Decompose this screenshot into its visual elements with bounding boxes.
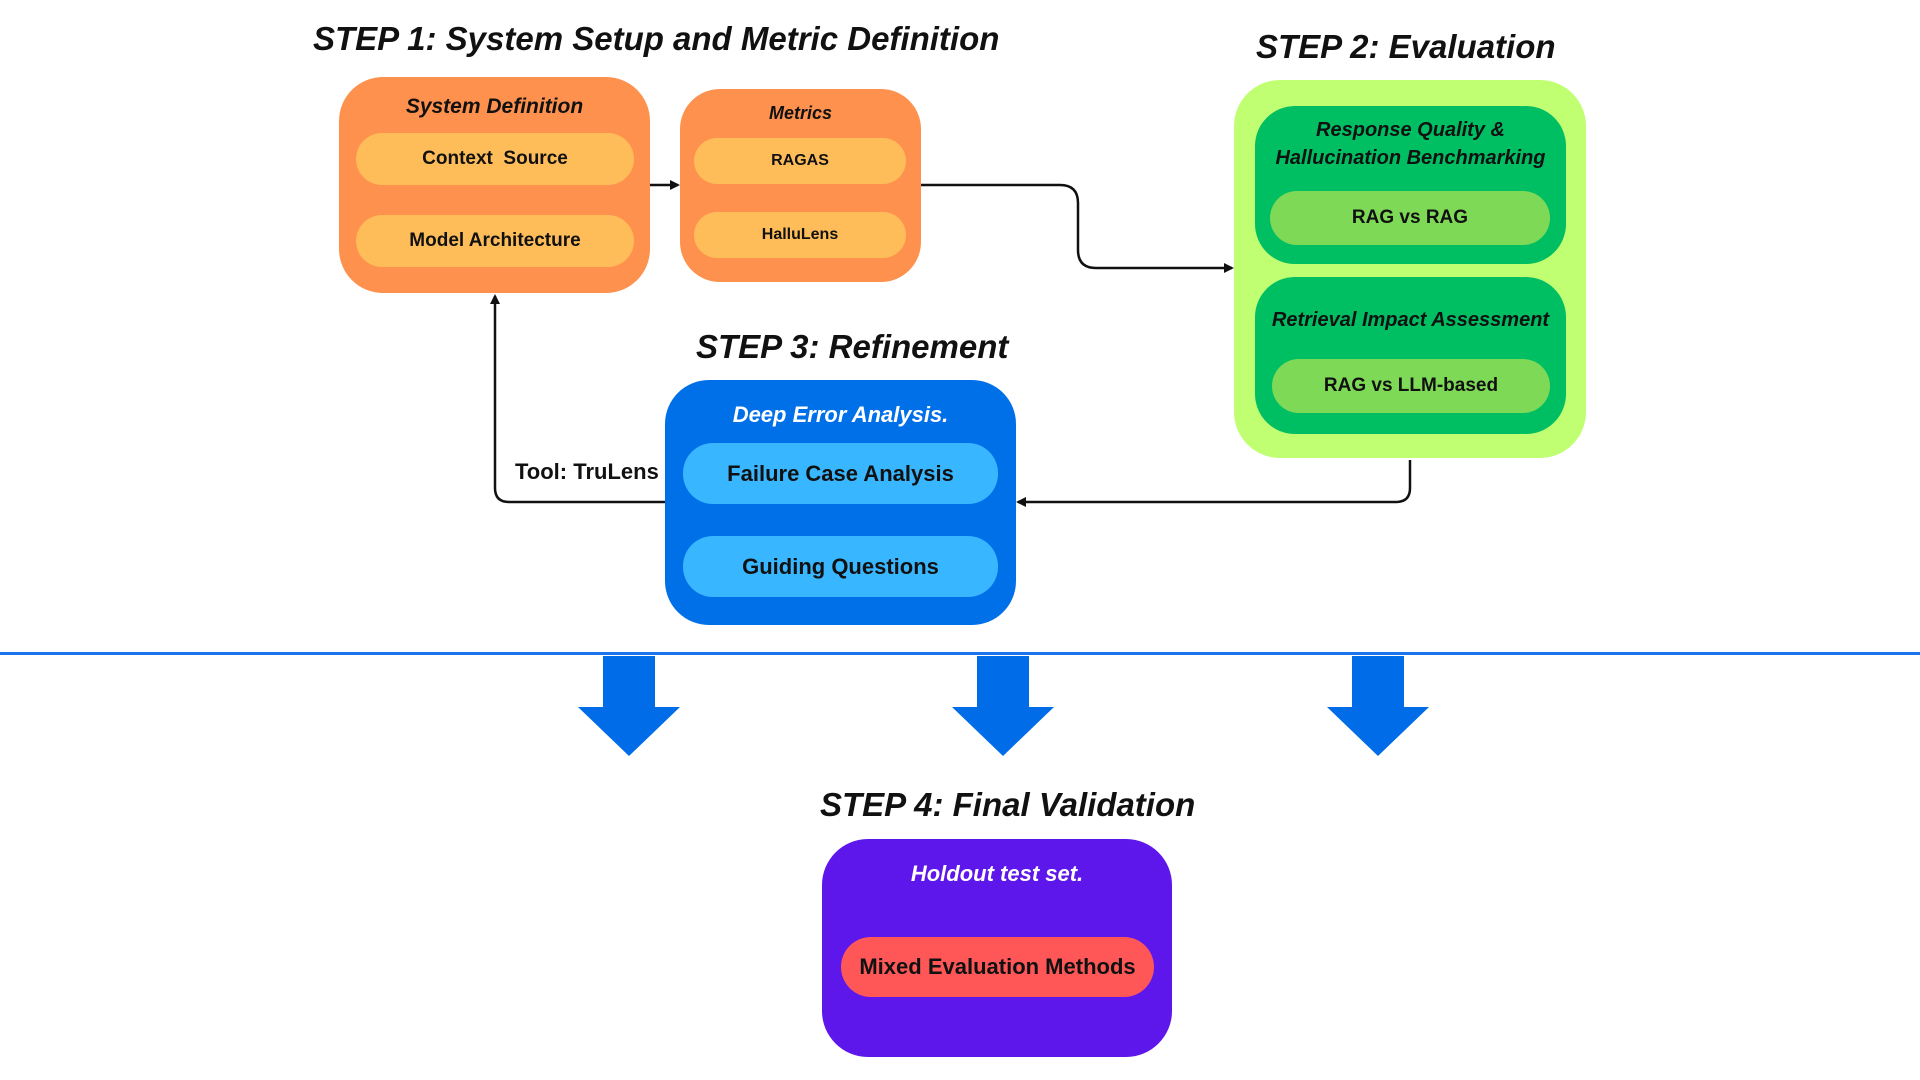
model-architecture-pill: Model Architecture bbox=[356, 215, 634, 267]
rag-vs-rag-pill: RAG vs RAG bbox=[1270, 191, 1550, 245]
final-validation-panel: Holdout test set. Mixed Evaluation Metho… bbox=[822, 839, 1172, 1057]
response-quality-title-line2: Hallucination Benchmarking bbox=[1275, 147, 1546, 169]
step3-title: STEP 3: Refinement bbox=[696, 328, 1009, 365]
holdout-test-set-title: Holdout test set. bbox=[910, 861, 1084, 886]
hallulens-pill: HalluLens bbox=[694, 212, 906, 258]
system-definition-panel: System Definition Context Source Model A… bbox=[339, 77, 650, 293]
system-definition-title: System Definition bbox=[405, 95, 584, 118]
metrics-panel: Metrics RAGAS HalluLens bbox=[680, 89, 921, 282]
section-divider bbox=[0, 652, 1920, 655]
step1-title: STEP 1: System Setup and Metric Definiti… bbox=[313, 20, 1000, 57]
ragas-pill: RAGAS bbox=[694, 138, 906, 184]
down-arrow-center-icon bbox=[952, 656, 1054, 756]
step2-title: STEP 2: Evaluation bbox=[1256, 28, 1556, 65]
retrieval-impact-title: Retrieval Impact Assessment bbox=[1271, 309, 1550, 331]
retrieval-impact-panel: Retrieval Impact Assessment RAG vs LLM-b… bbox=[1255, 277, 1566, 434]
deep-error-analysis-title: Deep Error Analysis. bbox=[732, 402, 949, 427]
step4-title: STEP 4: Final Validation bbox=[820, 786, 1196, 823]
mixed-evaluation-methods-pill: Mixed Evaluation Methods bbox=[841, 937, 1154, 997]
refinement-panel: Deep Error Analysis. Failure Case Analys… bbox=[665, 380, 1016, 625]
down-arrow-right-icon bbox=[1327, 656, 1429, 756]
metrics-title: Metrics bbox=[768, 103, 833, 123]
response-quality-title-line1: Response Quality & bbox=[1316, 119, 1505, 141]
response-quality-panel: Response Quality & Hallucination Benchma… bbox=[1255, 106, 1566, 264]
arrow-evaluation-to-refinement bbox=[1016, 460, 1412, 507]
context-source-pill: Context Source bbox=[356, 133, 634, 185]
failure-case-analysis-pill: Failure Case Analysis bbox=[683, 443, 998, 504]
down-arrow-left-icon bbox=[578, 656, 680, 756]
guiding-questions-pill: Guiding Questions bbox=[683, 536, 998, 597]
arrow-metrics-to-evaluation bbox=[921, 183, 1234, 273]
rag-vs-llm-pill: RAG vs LLM-based bbox=[1272, 359, 1550, 413]
arrow-refinement-to-sysdef bbox=[490, 294, 665, 504]
tool-trulens-label: Tool: TruLens bbox=[515, 459, 659, 484]
evaluation-panel: Response Quality & Hallucination Benchma… bbox=[1234, 80, 1586, 458]
